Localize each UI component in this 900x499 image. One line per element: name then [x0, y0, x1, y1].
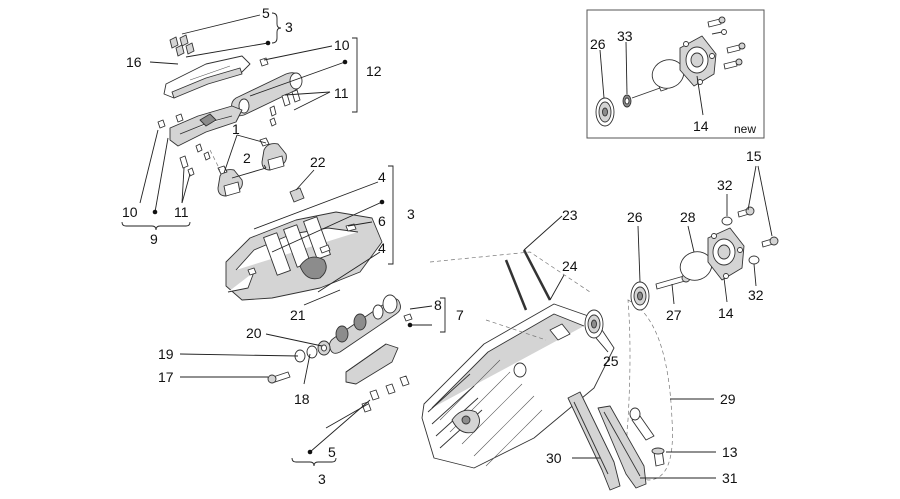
label-14: 14	[718, 305, 734, 321]
cam-sprocket-large	[630, 281, 650, 311]
camshaft	[329, 294, 413, 354]
timing-chain	[626, 299, 673, 481]
label-2: 2	[243, 150, 251, 166]
label-31: 31	[722, 470, 738, 486]
label-26-inset: 26	[590, 36, 606, 52]
leader-lines	[121, 12, 773, 479]
label-4-bottom: 4	[378, 240, 386, 256]
label-33: 33	[617, 28, 633, 44]
inset-bolt	[631, 87, 661, 99]
label-19: 19	[158, 346, 174, 362]
part-labels: 5 3 16 10 12 11 1 2 22 4 3 6 4 10 11 9 2…	[122, 5, 764, 487]
inset-new-parts: 26 33 14 new	[586, 9, 765, 139]
label-26: 26	[627, 209, 643, 225]
chain-tensioner	[597, 405, 647, 489]
label-10-bottom: 10	[122, 204, 138, 220]
label-27: 27	[666, 307, 682, 323]
callout-dot	[152, 209, 158, 215]
label-11-bottom: 11	[174, 204, 189, 220]
label-12: 12	[366, 63, 382, 79]
label-13: 13	[722, 444, 738, 460]
engine-cylinder-block	[421, 303, 615, 469]
inset-sprocket	[595, 97, 615, 127]
inset-washer	[622, 94, 632, 108]
inset-pump-cover	[679, 35, 717, 87]
callout-dot	[342, 59, 348, 65]
label-7: 7	[456, 307, 464, 323]
cam-sprocket-small	[584, 309, 604, 339]
label-25: 25	[603, 353, 619, 369]
callout-dot	[407, 322, 413, 328]
cam-bracket-lower	[345, 343, 410, 413]
pump-cover	[707, 227, 745, 281]
pump-screws-and-washers	[721, 206, 779, 265]
label-32-bottom: 32	[748, 287, 764, 303]
label-10-top: 10	[334, 37, 350, 53]
label-22: 22	[310, 154, 326, 170]
label-4-top: 4	[378, 169, 386, 185]
callout-dot	[265, 40, 271, 46]
label-29: 29	[720, 391, 736, 407]
cylinder-head	[225, 187, 383, 301]
label-3-bottom: 3	[318, 471, 326, 487]
callout-dot	[379, 199, 385, 205]
studs	[429, 249, 591, 311]
label-24: 24	[562, 258, 578, 274]
washers-and-bolt	[267, 340, 331, 384]
label-15: 15	[746, 148, 762, 164]
inset-caption: new	[734, 122, 756, 136]
label-14-inset: 14	[693, 118, 709, 134]
label-1: 1	[232, 121, 240, 137]
label-8: 8	[434, 297, 442, 313]
label-9: 9	[150, 231, 158, 247]
label-30: 30	[546, 450, 562, 466]
rocker-arm-assembly-lower	[157, 105, 287, 197]
label-28: 28	[680, 209, 696, 225]
label-18: 18	[294, 391, 310, 407]
tensioner-bolt	[651, 447, 665, 467]
label-6: 6	[378, 213, 386, 229]
label-21: 21	[290, 307, 306, 323]
label-16: 16	[126, 54, 142, 70]
inset-screws	[707, 16, 746, 70]
label-3-mid: 3	[407, 206, 415, 222]
label-3-top: 3	[285, 19, 293, 35]
callout-dot	[307, 449, 313, 455]
label-5-top: 5	[262, 5, 270, 21]
label-5-bottom: 5	[328, 444, 336, 460]
label-17: 17	[158, 369, 174, 385]
label-20: 20	[246, 325, 262, 341]
label-11-top: 11	[334, 85, 349, 101]
chain-guide	[567, 391, 621, 491]
label-32-top: 32	[717, 177, 733, 193]
label-23: 23	[562, 207, 578, 223]
